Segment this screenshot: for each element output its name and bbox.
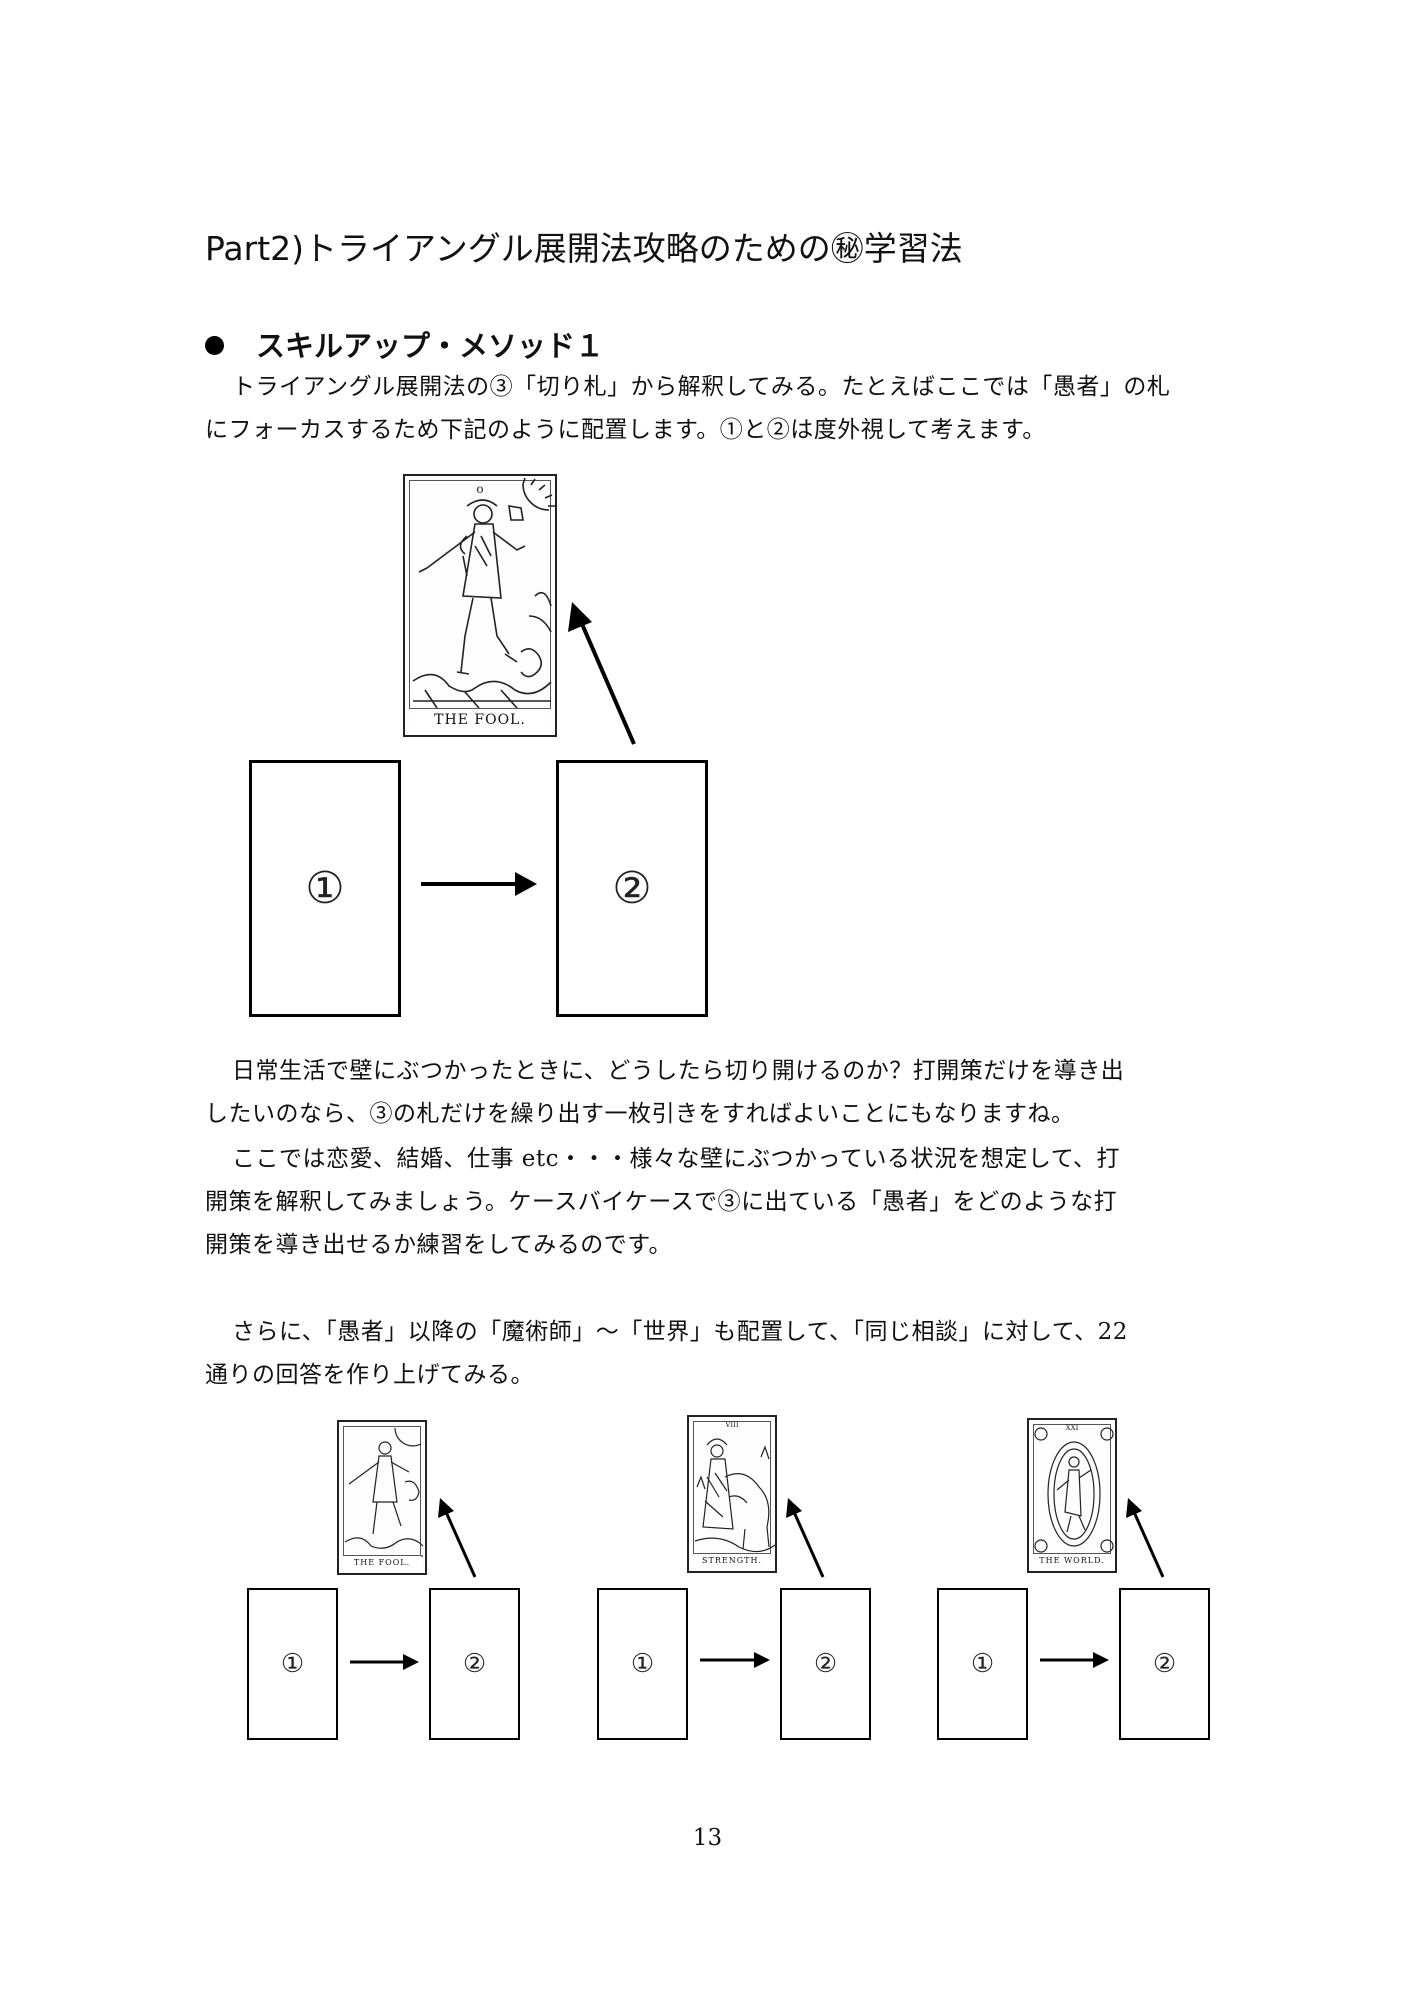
- tarot-card-strength: VIII STRENGTH.: [687, 1415, 777, 1573]
- intro-paragraph: トライアングル展開法の③「切り札」から解釈してみる。たとえばここでは「愚者」の札…: [205, 366, 1215, 452]
- card-caption: THE WORLD.: [1033, 1553, 1111, 1567]
- text-line: したいのなら、③の札だけを繰り出す一枚引きをすればよいことにもなりますね。: [205, 1101, 1075, 1127]
- card-caption: STRENGTH.: [693, 1553, 771, 1567]
- world-card-illustration-icon: [1034, 1427, 1114, 1553]
- arrow-up-icon: [1132, 1511, 1165, 1578]
- position-1-box: ①: [937, 1588, 1028, 1740]
- arrow-up-icon-head: [786, 1498, 802, 1518]
- position-2-box: ②: [429, 1588, 520, 1740]
- arrow-up-icon-head: [438, 1498, 454, 1518]
- fool-card-illustration-icon: [344, 1427, 424, 1557]
- card-caption: THE FOOL.: [409, 708, 551, 731]
- text-line: 日常生活で壁にぶつかったときに、どうしたら切り開けるのか？打開策だけを導き出: [232, 1058, 1125, 1084]
- tarot-card-the-fool: THE FOOL.: [337, 1420, 427, 1575]
- position-2-box: ②: [1119, 1588, 1210, 1740]
- tarot-card-the-world: XXI THE WORLD.: [1027, 1418, 1117, 1573]
- position-2-box: ②: [780, 1588, 871, 1740]
- bullet-icon: [205, 335, 224, 355]
- arrow-right-icon-head: [1093, 1652, 1109, 1668]
- arrow-up-icon: [444, 1511, 477, 1578]
- position-1-box: ①: [249, 760, 401, 1017]
- card-number: o: [476, 482, 484, 496]
- text-line: トライアングル展開法の③「切り札」から解釈してみる。たとえばここでは「愚者」の札: [232, 374, 1171, 400]
- body-paragraph-1: 日常生活で壁にぶつかったときに、どうしたら切り開けるのか？打開策だけを導き出 し…: [205, 1050, 1215, 1136]
- card-caption: THE FOOL.: [343, 1555, 421, 1569]
- text-line: 通りの回答を作り上げてみる。: [205, 1362, 534, 1388]
- arrow-right-icon-head: [515, 872, 537, 896]
- text-line: ここでは恋愛、結婚、仕事 etc・・・様々な壁にぶつかっている状況を想定して、打: [232, 1146, 1121, 1172]
- arrow-up-icon: [580, 623, 636, 745]
- arrow-up-icon: [792, 1511, 825, 1578]
- section-heading: スキルアップ・メソッド１: [205, 323, 604, 365]
- text-line: 開策を解釈してみましょう。ケースバイケースで③に出ている「愚者」をどのような打: [205, 1189, 1118, 1215]
- text-line: さらに、「愚者」以降の「魔術師」～「世界」も配置して、「同じ相談」に対して、22: [232, 1319, 1128, 1345]
- arrow-right-icon-head: [403, 1654, 419, 1670]
- card-number: XXI: [1065, 1424, 1079, 1432]
- position-1-box: ①: [247, 1588, 338, 1740]
- strength-card-illustration-icon: [694, 1438, 776, 1553]
- arrow-right-icon-head: [754, 1652, 770, 1668]
- body-paragraph-2: ここでは恋愛、結婚、仕事 etc・・・様々な壁にぶつかっている状況を想定して、打…: [205, 1138, 1215, 1267]
- body-paragraph-3: さらに、「愚者」以降の「魔術師」～「世界」も配置して、「同じ相談」に対して、22…: [205, 1311, 1215, 1397]
- position-2-box: ②: [556, 760, 708, 1017]
- text-line: 開策を導き出せるか練習をしてみるのです。: [205, 1232, 673, 1258]
- card-number: VIII: [725, 1421, 739, 1429]
- page-number: 13: [692, 1825, 723, 1851]
- tarot-card-the-fool: o THE FOOL.: [403, 474, 557, 737]
- section-heading-text: スキルアップ・メソッド１: [256, 329, 605, 363]
- page-title: Part2)トライアングル展開法攻略のための㊙学習法: [205, 229, 963, 268]
- text-line: にフォーカスするため下記のように配置します。①と②は度外視して考えます。: [205, 417, 1046, 443]
- arrow-up-icon-head: [1126, 1498, 1142, 1518]
- position-1-box: ①: [597, 1588, 688, 1740]
- fool-card-illustration-icon: [412, 477, 555, 709]
- arrow-up-icon-head: [568, 602, 592, 632]
